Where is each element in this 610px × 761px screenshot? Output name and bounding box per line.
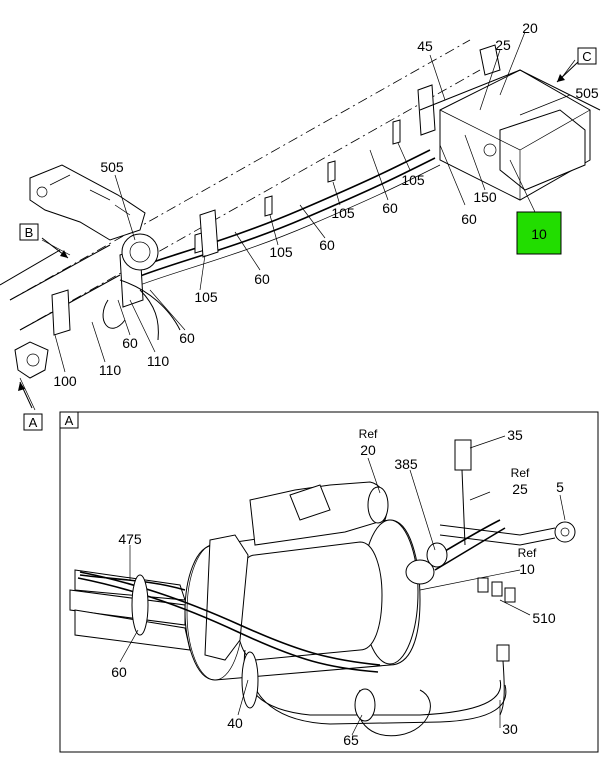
callout-100: 100 <box>53 373 77 389</box>
callout-60-d: 60 <box>254 271 270 287</box>
callout-65: 65 <box>343 732 359 748</box>
callout-105-a: 105 <box>401 172 425 188</box>
callout-510: 510 <box>532 610 556 626</box>
callout-105-c: 105 <box>269 244 293 260</box>
callout-385: 385 <box>394 456 418 472</box>
starter-assembly-detail <box>69 439 576 737</box>
overview-leader-lines <box>19 31 576 411</box>
ref-10-num: 10 <box>519 561 535 577</box>
highlight-label[interactable]: 10 <box>531 226 547 242</box>
view-marker-b: B <box>25 225 34 240</box>
callout-40: 40 <box>227 715 243 731</box>
callout-105-b: 105 <box>331 205 355 221</box>
view-marker-a-box <box>23 413 43 431</box>
arrow-a-head <box>18 382 25 391</box>
ref-10-ref: Ref <box>518 546 537 560</box>
callout-505-left: 505 <box>100 159 124 175</box>
callout-60-b: 60 <box>461 211 477 227</box>
connector-35-body <box>454 439 472 471</box>
view-marker-c: C <box>582 49 591 64</box>
callout-25: 25 <box>495 37 511 53</box>
callout-60-f: 60 <box>122 335 138 351</box>
ref-25-num: 25 <box>512 481 528 497</box>
view-marker-c-box <box>577 47 597 65</box>
callout-45: 45 <box>417 38 433 54</box>
callout-35: 35 <box>507 427 523 443</box>
ref-25-ref: Ref <box>511 466 530 480</box>
arrow-b-head <box>60 250 68 258</box>
callout-30: 30 <box>502 721 518 737</box>
view-marker-a: A <box>29 415 38 430</box>
highlight-box[interactable] <box>516 211 562 255</box>
callout-60-e: 60 <box>179 330 195 346</box>
ref-20-num: 20 <box>360 442 376 458</box>
callout-110-b: 110 <box>147 353 170 369</box>
ref-20-ref: Ref <box>359 427 378 441</box>
callout-60-a: 60 <box>382 200 398 216</box>
frame-rail-overview <box>0 39 601 379</box>
arrow-c-head <box>557 74 565 82</box>
callout-105-d: 105 <box>194 289 218 305</box>
callout-60-detail: 60 <box>111 664 127 680</box>
callout-475: 475 <box>118 531 142 547</box>
callout-60-c: 60 <box>319 237 335 253</box>
callout-20: 20 <box>522 20 538 36</box>
callout-110-a: 110 <box>99 362 122 378</box>
detail-a-marker: A <box>65 413 74 428</box>
view-marker-b-box <box>19 223 39 241</box>
detail-leader-lines <box>119 435 566 736</box>
callout-150: 150 <box>473 189 497 205</box>
callout-505-top: 505 <box>575 85 599 101</box>
callout-5: 5 <box>556 479 564 495</box>
detail-a-marker-box <box>59 411 79 429</box>
